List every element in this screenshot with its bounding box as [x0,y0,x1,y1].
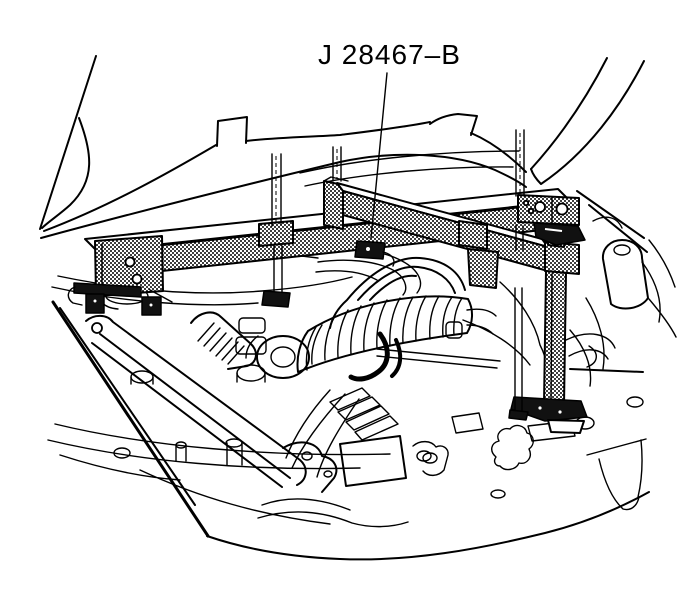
right-lower-panel-lines [586,438,647,511]
rod-clamp-block-right [458,220,488,250]
threaded-rod-left [271,153,283,296]
cross-bar-plate-top [323,176,349,182]
right-support-leg [543,270,567,407]
rod-clamp-block-left [258,220,294,247]
engine-support-fixture [67,129,588,434]
leader-line [370,72,388,239]
leader-nut-highlight [366,247,370,251]
engine-assembly [47,248,650,561]
cowl-upper-edge-right [245,121,431,142]
rod-right-lower-nut [508,409,529,421]
right-support-leg-edge [550,273,553,405]
firewall-curves [462,281,549,396]
diagonal-brace [85,314,307,488]
lower-hose-s-curves [257,498,409,528]
coil-spring-outline [190,311,257,370]
throttle-bracket-upper [238,317,266,334]
right-bracket-hole-2 [555,202,569,216]
right-lower-wiring-swirls [565,333,616,368]
reservoir-cap [236,364,266,382]
clamp-spacer-column [467,248,499,289]
hook-bracket-right-of-tray [412,440,449,477]
sensor-bracket [445,321,463,339]
tool-callout: J 28467–B [318,39,461,267]
air-duct-outline [296,295,473,373]
rod-left-lower-hook [261,290,291,308]
leader-target-hook [382,251,395,267]
tool-label: J 28467–B [318,39,461,70]
cross-bar-end-block [544,241,580,275]
fuel-rail-lines [376,348,501,369]
threaded-rod-right [514,129,525,413]
right-fender-detail-curves [569,216,677,387]
brace-end-hole-1 [301,451,313,461]
harness-bold-curves [348,331,390,382]
cowl-lower-edge [40,153,527,239]
throttle-bracket-lower [235,336,267,355]
cowl-vent-notch [429,113,478,136]
throttle-body-inner [270,346,296,368]
right-leg-foot [510,396,588,422]
cowl-upper-edge [43,144,217,232]
right-bracket-hole-3 [522,199,530,207]
spark-plug-wires [285,389,360,478]
coil-spring-coils [197,322,245,365]
left-fender-curve [41,117,91,229]
fitting-top-1 [175,441,187,449]
battery-tray-outline [339,435,407,487]
windshield-pillar-inner-line [530,60,645,185]
brace-eye-hole [91,322,103,334]
lower-left-body-edge [51,300,210,538]
hood-left-edge-line [39,55,97,230]
air-duct-ribs [311,295,463,365]
panel-oval-2 [490,489,506,499]
right-leg-foot-base [547,419,585,434]
breather-hose-y [329,256,466,329]
lower-panel-sweep-lines [47,423,391,525]
right-end-bracket [517,194,580,226]
right-foot-speck-1 [538,406,542,410]
cowl-latch-notch [216,116,248,147]
harness-bold-curve-2 [390,338,403,378]
panel-oval-4 [626,396,644,408]
oil-cap-side [130,376,154,385]
left-bracket-hole-2 [131,273,143,285]
throttle-body-outer [256,335,310,379]
grommet-blob [491,424,534,471]
ribbed-bracket-slats [329,387,399,441]
right-lower-bold-line [569,368,644,373]
right-fender-diagonal-lines [576,190,648,253]
right-bracket-hole-1 [534,201,546,213]
brace-end-bracket [282,441,338,493]
left-pad-speck-2 [149,303,153,307]
right-foot-speck-2 [558,410,562,414]
windshield-pillar-outer-line [530,57,608,170]
lower-left-inner-edge [59,307,196,506]
left-bracket-hole-1 [124,256,136,268]
leader-target-nut [354,240,386,260]
reservoir-cap-side [236,372,266,383]
right-strut-bracket-hole [613,244,631,256]
panel-oval-5 [113,447,131,459]
right-bracket-hole-4 [527,207,535,215]
brace-end-hole-2 [323,470,333,478]
cowl-tip-edge [470,132,527,173]
left-foot-pad-1 [85,293,105,314]
right-foot-pad-highlight [544,228,563,232]
threaded-rod-mid [332,146,342,182]
engine-bay-body-outline [39,55,677,511]
small-cylinder-fittings [175,442,243,466]
right-strut-bracket [601,239,649,310]
panel-oval-1 [416,450,432,462]
fitting-top-2 [225,438,243,448]
left-pad-speck-1 [93,299,97,303]
bottom-body-outline [206,491,650,561]
left-foot-hook [67,286,173,306]
